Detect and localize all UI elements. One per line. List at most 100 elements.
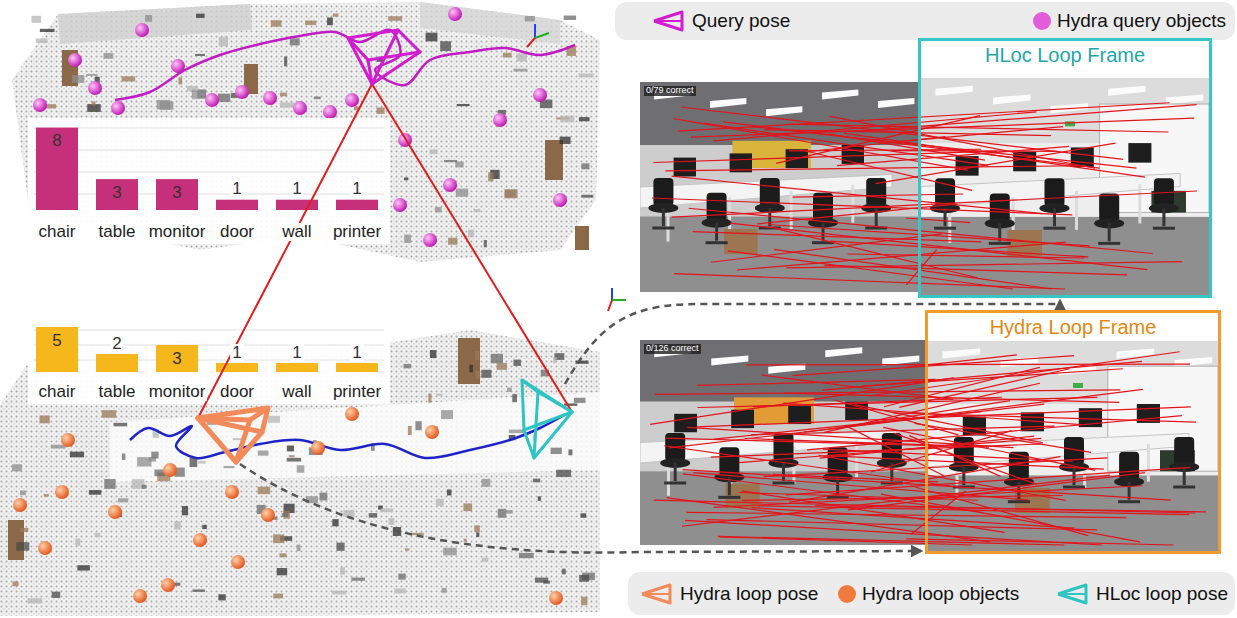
chair-base <box>1153 227 1175 230</box>
ceiling-light <box>710 98 746 108</box>
point-cloud-patch <box>398 574 405 580</box>
illustration-part <box>640 78 1218 551</box>
grid-line <box>34 345 384 346</box>
category-label: printer <box>331 223 383 242</box>
correspondence-line <box>198 84 372 418</box>
bar-value: 1 <box>290 344 303 363</box>
point-cloud-patch <box>182 506 188 515</box>
point-cloud-patch <box>114 423 128 427</box>
chair-pole <box>782 463 785 481</box>
point-cloud-patch <box>444 160 457 162</box>
legend-label: HLoc loop pose <box>1096 583 1228 605</box>
point-cloud-patch <box>279 553 286 557</box>
chair-base <box>773 482 795 485</box>
bar-value: 5 <box>50 332 63 351</box>
bar-value: 3 <box>110 184 123 203</box>
point-cloud-patch <box>102 410 116 418</box>
point-cloud-patch <box>469 365 473 372</box>
feature-match <box>665 166 1086 171</box>
chair-back <box>1044 178 1064 206</box>
feature-match <box>706 520 1097 530</box>
point-cloud-patch <box>475 351 479 360</box>
axis-gizmo <box>608 288 626 311</box>
point-cloud-patch <box>314 97 321 100</box>
loop-object-sphere <box>231 555 245 569</box>
chair-pole <box>715 223 718 241</box>
pose-ray <box>198 418 236 462</box>
legend-panel <box>628 572 1235 615</box>
feature-match <box>893 413 1196 422</box>
loop-object-sphere <box>133 589 147 603</box>
point-cloud-patch <box>376 107 384 113</box>
query-object-sphere <box>323 105 337 119</box>
point-cloud-patch <box>289 455 295 457</box>
pose-ray <box>368 60 372 84</box>
chair-back <box>1174 437 1194 465</box>
bar-value: 1 <box>350 344 363 363</box>
point-cloud-patch <box>224 466 235 468</box>
bar <box>336 200 378 210</box>
pose-ray <box>524 412 572 430</box>
point-cloud-patch <box>581 195 593 198</box>
point-cloud-patch <box>442 588 447 593</box>
point-cloud-patch <box>122 453 125 460</box>
loop-object-sphere <box>163 463 177 477</box>
point-cloud-patch <box>12 581 18 586</box>
legend-entry: Hydra loop pose <box>638 582 818 606</box>
illustration-part <box>612 299 626 301</box>
feature-match <box>906 539 1173 545</box>
chair-pole <box>822 223 825 241</box>
grid-line <box>34 150 384 151</box>
bar <box>156 179 198 210</box>
door <box>8 520 24 560</box>
point-cloud-patch <box>456 189 468 197</box>
bar <box>336 363 378 372</box>
point-cloud-patch <box>142 485 147 489</box>
grid-line <box>34 172 384 173</box>
point-cloud-patch <box>404 178 408 181</box>
point-cloud-patch <box>538 496 541 501</box>
point-cloud-patch <box>258 450 269 455</box>
monitor <box>788 406 811 424</box>
query-object-sphere <box>205 93 219 107</box>
chair-pole <box>674 463 677 481</box>
point-cloud-patch <box>440 41 451 51</box>
ceiling-light <box>878 98 914 108</box>
point-cloud-patch <box>535 578 548 583</box>
pose-ray <box>348 38 372 84</box>
category-label: table <box>97 223 138 242</box>
correspondence-line <box>372 84 572 412</box>
query-object-sphere <box>33 98 47 112</box>
point-cloud-patch <box>369 513 377 517</box>
chair-base <box>664 482 686 485</box>
point-cloud-patch <box>332 519 338 526</box>
category-label: wall <box>280 383 313 402</box>
illustration-part <box>534 24 536 38</box>
category-label: door <box>218 223 256 242</box>
feature-match <box>671 176 1042 214</box>
door <box>545 140 563 180</box>
query-object-sphere <box>235 85 249 99</box>
point-cloud-patch <box>501 510 513 514</box>
query-object-sphere <box>423 233 437 247</box>
illustration-part <box>0 2 626 616</box>
point-cloud-patch <box>351 578 365 581</box>
point-cloud-patch <box>122 76 136 81</box>
feature-match <box>678 103 1170 131</box>
ceiling-light <box>822 90 858 100</box>
dashed-pointer <box>240 464 921 553</box>
point-cloud-patch <box>482 558 489 562</box>
point-cloud-patch <box>327 17 333 25</box>
feature-match <box>723 122 1099 168</box>
chair-back <box>653 178 673 206</box>
monitor <box>674 414 697 432</box>
point-cloud-patch <box>560 137 571 144</box>
feature-match <box>773 474 938 482</box>
point-cloud-patch <box>476 532 479 537</box>
pose-icon-shape <box>642 593 670 595</box>
point-cloud-patch <box>551 448 562 454</box>
point-cloud-patch <box>497 363 507 370</box>
door <box>458 338 480 384</box>
loop-object-sphere <box>13 498 27 512</box>
